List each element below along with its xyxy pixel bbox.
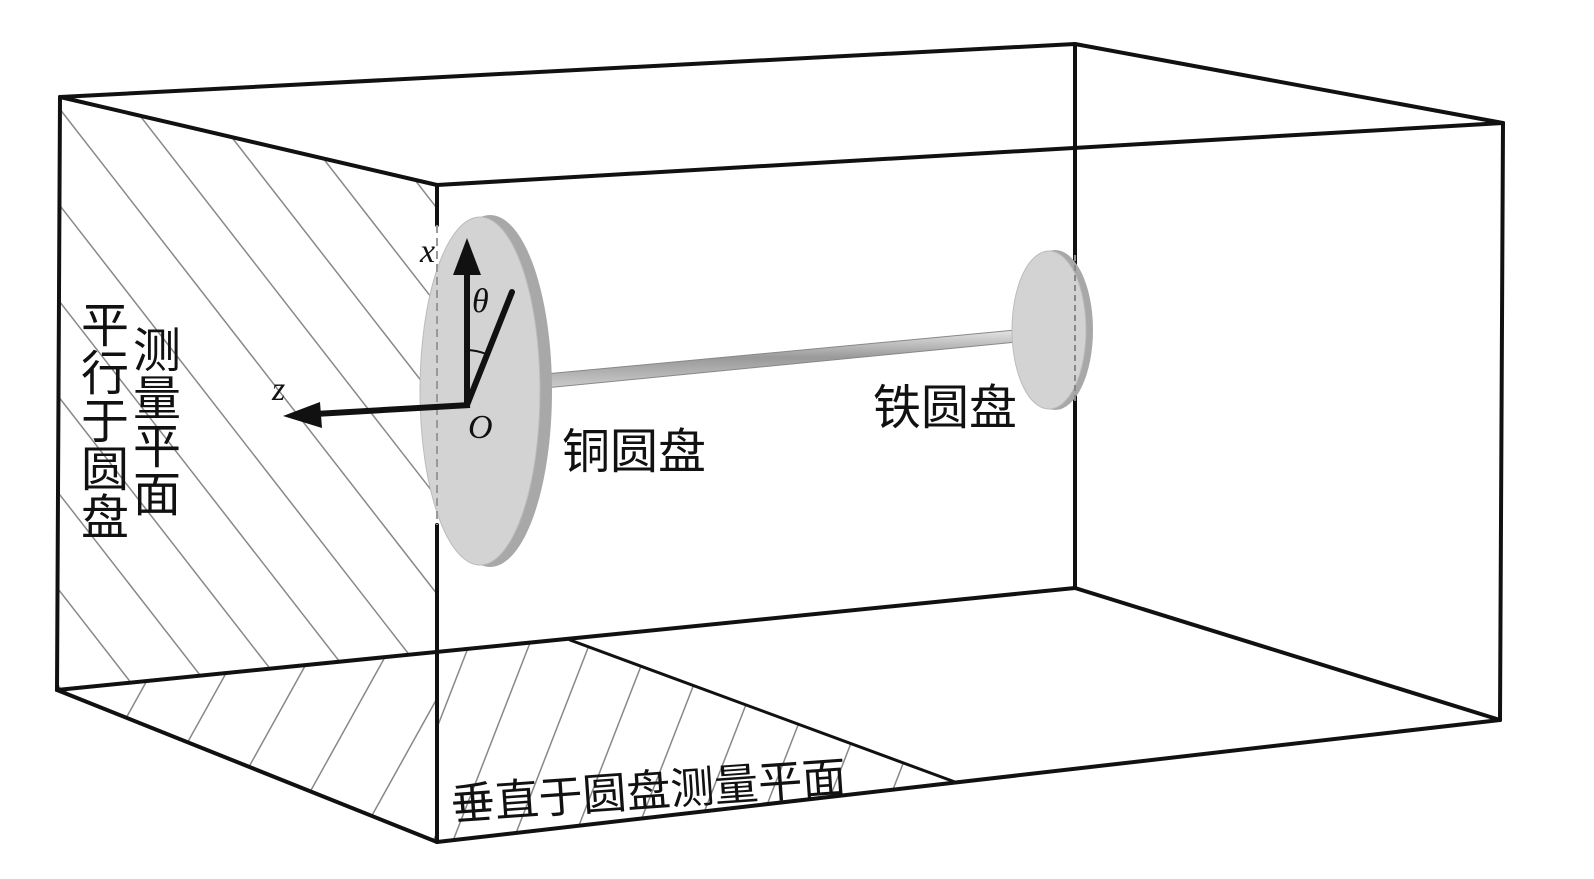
hatch-line (437, 640, 781, 842)
hatch-line (609, 640, 955, 842)
hatch-line (57, 97, 376, 690)
angle-arc (466, 349, 487, 355)
z-axis-arrowhead (283, 402, 322, 428)
hatch-line (57, 97, 437, 690)
hatch-line (57, 97, 76, 690)
copper-disc (419, 215, 552, 567)
hatch-line (669, 640, 955, 842)
copper-disc-label: 铜圆盘 (562, 424, 706, 480)
hatch-line (729, 640, 955, 842)
angle-ray (464, 289, 515, 408)
hatch-line (57, 97, 437, 690)
hatch-line (489, 640, 841, 842)
hatch-line (789, 640, 955, 842)
hatch-line (849, 640, 955, 842)
z-axis (314, 402, 471, 417)
rod (544, 326, 1049, 389)
hatch-line (174, 652, 437, 842)
hatch-line (57, 652, 376, 842)
iron-disc (1011, 250, 1093, 410)
hatch-line (549, 640, 901, 842)
parallel-plane-label-col2: 测量平面 (124, 325, 180, 517)
iron-disc-label: 铁圆盘 (873, 380, 1017, 436)
hatch-line (57, 652, 76, 842)
hatch-line (324, 652, 437, 842)
hatch-line (700, 0, 1200, 879)
hatch-line (57, 97, 437, 690)
x-axis-label: x (419, 233, 435, 270)
hatch-line (249, 652, 437, 842)
parallel-plane-label-col1: 平行于圆盘 (72, 300, 128, 540)
hatch-line (10, 0, 360, 879)
hatch-line (57, 97, 437, 690)
box-edges (55, 42, 1505, 844)
z-axis-label: z (271, 371, 285, 408)
hatch-line (650, 0, 1350, 879)
origin-label: O (468, 409, 493, 446)
coordinate-axes (283, 238, 515, 428)
x-axis-arrowhead (453, 238, 481, 275)
hatch-line (57, 97, 437, 690)
hatch-line (57, 652, 437, 842)
hatch-line (909, 640, 955, 842)
hatch-line (124, 97, 437, 690)
theta-label: θ (472, 283, 489, 320)
